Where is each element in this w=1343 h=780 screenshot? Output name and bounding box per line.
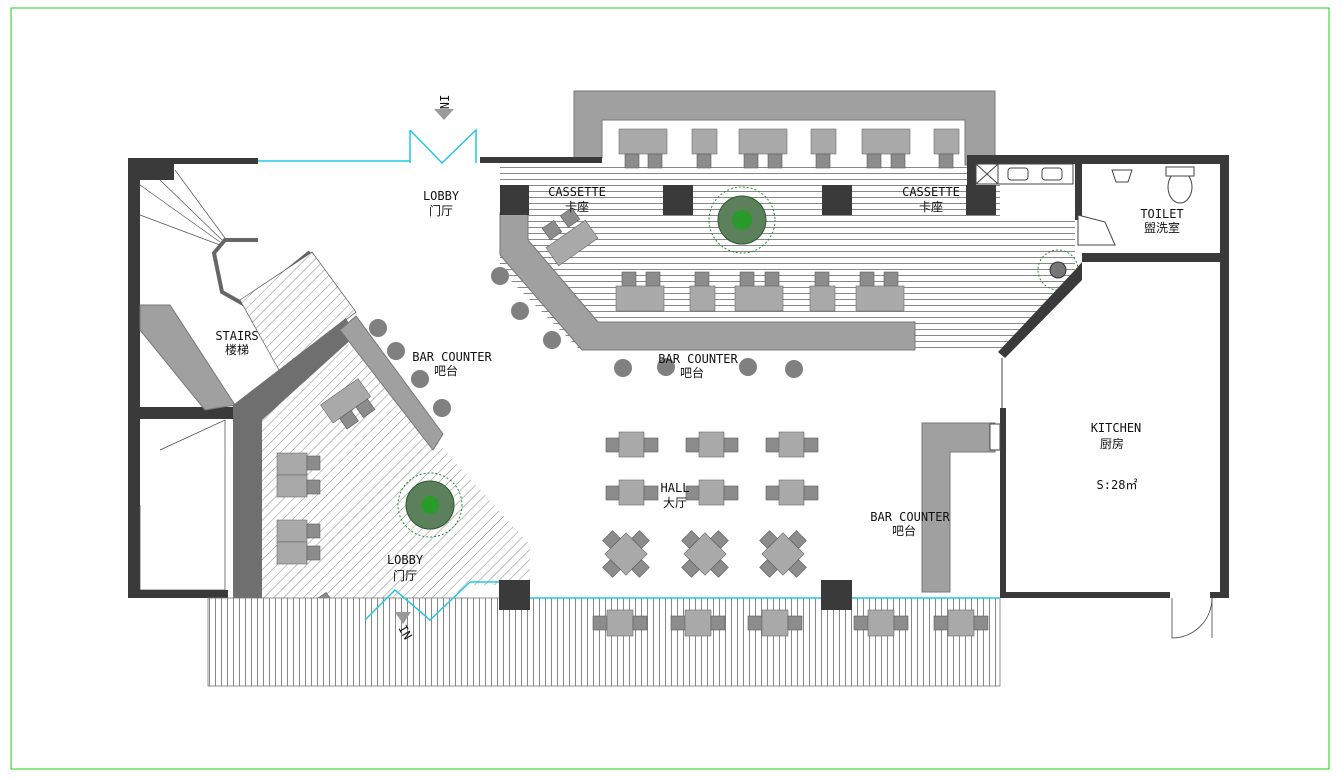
entry-arrow-icon: IN: [395, 612, 415, 642]
room-label-cassette-right: CASSETTE: [902, 185, 960, 199]
door-swing-icon: [1171, 597, 1213, 639]
toilet-icon: [1111, 166, 1195, 204]
right-bar-counter: [921, 422, 996, 593]
stair-flight: [139, 169, 357, 373]
column: [499, 580, 530, 610]
drawing-border: [10, 7, 1330, 770]
svg-text:门厅: 门厅: [393, 568, 417, 583]
room-label-lobby-top: LOBBY: [423, 189, 460, 203]
left-bar-counter: [339, 315, 444, 451]
toilet-partition: [1077, 214, 1116, 246]
room-label-stairs: STAIRS: [215, 329, 258, 343]
svg-text:吧台: 吧台: [434, 363, 458, 378]
svg-text:吧台: 吧台: [680, 365, 704, 380]
cassette-booths-upper: [618, 128, 960, 169]
cassette-booths-lower: [615, 271, 905, 312]
left-bar-wall: [233, 318, 384, 686]
column: [663, 185, 693, 215]
hall-tables: [602, 431, 819, 578]
entry-door-bottom: [364, 581, 471, 622]
svg-text:大厅: 大厅: [663, 496, 687, 510]
entry-door-top: [409, 128, 477, 165]
room-label-kitchen: KITCHEN: [1091, 421, 1142, 435]
svg-text:IN: IN: [395, 623, 414, 643]
column: [822, 185, 852, 215]
cassette-front-counter: [499, 212, 916, 351]
room-label-bar-right: BAR COUNTER: [870, 510, 950, 524]
column: [821, 580, 852, 610]
left-walls: [128, 158, 258, 598]
sink-icon: [975, 163, 1074, 185]
room-label-bar-left: BAR COUNTER: [412, 350, 492, 364]
kitchen-pass-window: [989, 423, 1001, 451]
stair-bench: [139, 304, 236, 411]
svg-text:楼梯: 楼梯: [225, 342, 249, 357]
terrace-tables: [592, 609, 989, 637]
column: [966, 185, 996, 215]
top-wall: [480, 157, 602, 163]
room-label-bar-center: BAR COUNTER: [658, 352, 738, 366]
kitchen-area: S:28㎡: [1097, 478, 1138, 492]
storage-outline: [139, 419, 226, 591]
room-label-hall: HALL: [661, 481, 690, 495]
right-walls: [967, 155, 1229, 598]
plant-icon: [397, 472, 463, 538]
room-label-lobby-bottom: LOBBY: [387, 553, 424, 567]
svg-text:卡座: 卡座: [565, 199, 589, 214]
svg-text:吧台: 吧台: [892, 523, 916, 538]
room-label-cassette-left: CASSETTE: [548, 185, 606, 199]
column: [500, 185, 529, 215]
svg-text:盥洗室: 盥洗室: [1144, 220, 1180, 235]
left-bar-deck: [262, 340, 530, 660]
svg-text:IN: IN: [437, 95, 451, 109]
svg-text:厨房: 厨房: [1100, 436, 1124, 451]
svg-text:卡座: 卡座: [919, 199, 943, 214]
plant-icon: [708, 186, 776, 254]
labels: LOBBY 门厅 CASSETTE 卡座 CASSETTE 卡座 TOILET …: [215, 185, 1183, 583]
entry-arrow-icon: IN: [434, 95, 454, 120]
cassette-booth-angled: [541, 207, 599, 267]
room-label-toilet: TOILET: [1140, 207, 1183, 221]
bar-stools: [369, 267, 803, 417]
svg-text:门厅: 门厅: [429, 203, 453, 218]
